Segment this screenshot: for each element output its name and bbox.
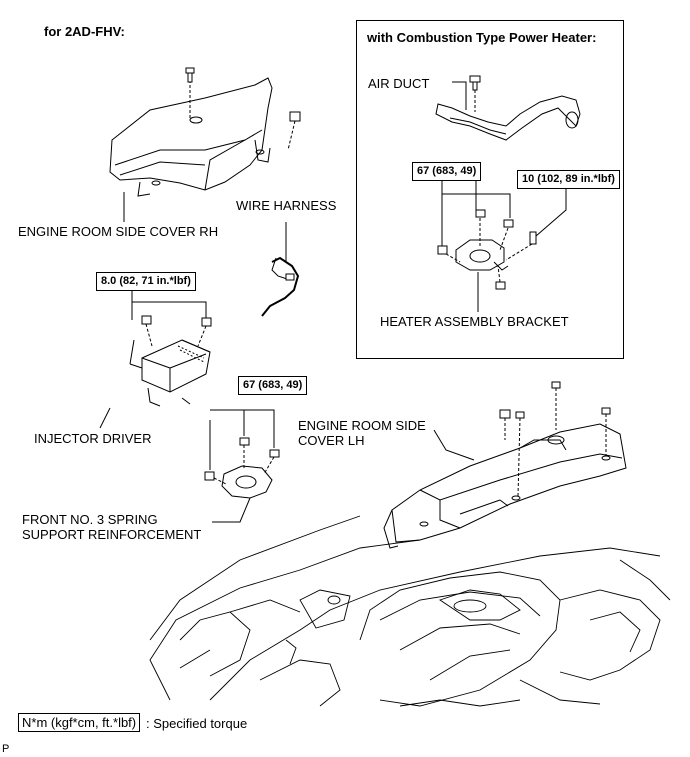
torque-heater-bracket-bolt: 10 (102, 89 in.*lbf) <box>517 170 620 189</box>
torque-legend-unit: N*m (kgf*cm, ft.*lbf) <box>18 713 141 732</box>
wire-harness-drawing <box>261 222 300 317</box>
engine-room-side-cover-lh-label-line1: ENGINE ROOM SIDE <box>298 418 426 433</box>
engine-room-side-cover-rh-drawing <box>109 67 301 222</box>
engine-room-side-cover-lh-label-line2: COVER LH <box>298 433 365 448</box>
inset-title: with Combustion Type Power Heater: <box>367 30 597 45</box>
heater-inset: with Combustion Type Power Heater: <box>356 20 624 359</box>
torque-spring-support: 67 (683, 49) <box>238 376 308 395</box>
engine-room-side-cover-lh-drawing <box>383 381 627 549</box>
spring-support-label-line2: SUPPORT REINFORCEMENT <box>22 527 202 542</box>
engine-bay-drawing <box>149 515 671 707</box>
variant-heading: for 2AD-FHV: <box>44 24 125 39</box>
footer-code: P <box>2 743 10 755</box>
air-duct-drawing <box>435 75 581 141</box>
spring-support-reinforcement-drawing <box>204 409 280 523</box>
torque-heater-bracket-nut: 67 (683, 49) <box>412 162 482 181</box>
heater-assembly-bracket-label: HEATER ASSEMBLY BRACKET <box>380 314 569 329</box>
injector-driver-drawing <box>99 288 212 429</box>
torque-legend-meaning: : Specified torque <box>146 716 248 731</box>
injector-driver-label: INJECTOR DRIVER <box>34 431 152 446</box>
heater-assembly-bracket-drawing <box>437 178 567 312</box>
wire-harness-label: WIRE HARNESS <box>236 198 337 213</box>
spring-support-label-line1: FRONT NO. 3 SPRING <box>22 512 158 527</box>
air-duct-label: AIR DUCT <box>368 76 430 91</box>
engine-room-side-cover-rh-label: ENGINE ROOM SIDE COVER RH <box>18 224 219 239</box>
torque-injector-driver: 8.0 (82, 71 in.*lbf) <box>96 272 196 291</box>
